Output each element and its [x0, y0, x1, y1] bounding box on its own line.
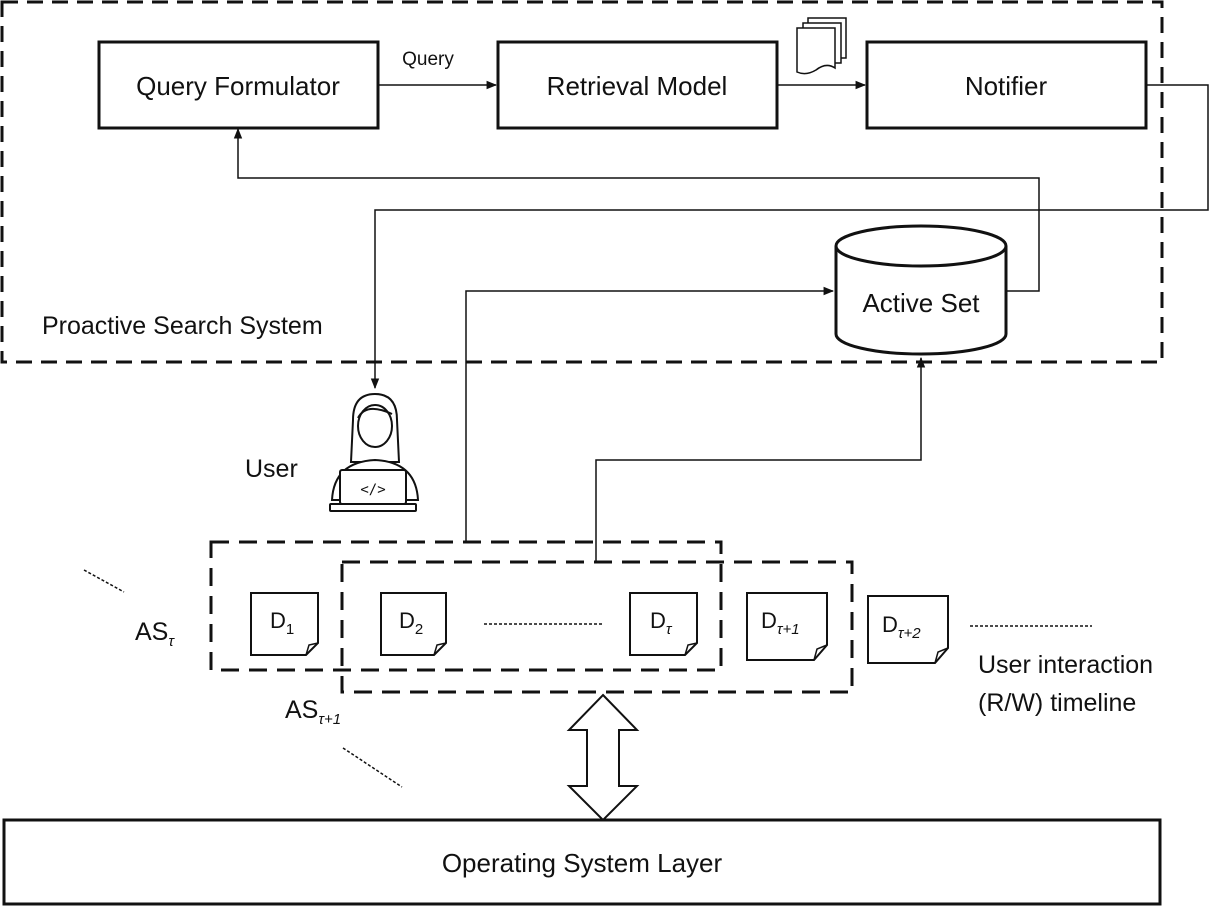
proactive-system-label: Proactive Search System [42, 312, 323, 340]
document-d-tau-plus-2-label: Dτ+2 [882, 612, 921, 642]
notifier-label: Notifier [965, 71, 1048, 101]
timeline-label-line1: User interaction [978, 651, 1153, 679]
operating-system-layer-box: Operating System Layer [2, 818, 1162, 906]
notifier-box: Notifier [865, 40, 1148, 130]
stacked-documents-icon [796, 17, 847, 75]
query-formulator-label: Query Formulator [136, 71, 340, 101]
continuation-dots-left [83, 569, 125, 593]
as-tau-label: ASτ [135, 618, 175, 650]
continuation-dots-bottom [342, 747, 403, 788]
retrieval-model-label: Retrieval Model [547, 71, 728, 101]
user-label: User [245, 455, 298, 483]
user-laptop-icon: </> [329, 392, 420, 512]
as-tau-to-active-set-arrow [465, 286, 835, 542]
document-icon: Dτ+2 [867, 595, 949, 664]
operating-system-layer-label: Operating System Layer [442, 848, 723, 878]
document-d1-label: D1 [270, 608, 294, 638]
retrieval-model-box: Retrieval Model [496, 40, 779, 130]
active-set-label: Active Set [862, 288, 980, 318]
document-icon: Dτ+1 [746, 592, 828, 661]
active-set-window-tau-plus-1 [340, 560, 854, 694]
document-icon: D2 [380, 592, 447, 656]
proactive-system-boundary [0, 0, 1164, 364]
timeline-label-line2: (R/W) timeline [978, 689, 1136, 717]
query-formulator-box: Query Formulator [97, 40, 380, 130]
database-cylinder-icon [834, 224, 1008, 356]
document-d-tau-label: Dτ [650, 608, 673, 638]
svg-text:</>: </> [360, 482, 385, 498]
notification-to-user-arrow [370, 84, 1209, 390]
active-set-to-formulator-arrow [233, 127, 1040, 292]
document-icon: Dτ [629, 592, 698, 656]
active-set-window-tau [209, 540, 723, 672]
query-edge-label: Query [402, 49, 454, 70]
as-tau-plus-1-label: ASτ+1 [285, 696, 341, 728]
as-tau-plus-1-to-active-set-arrow [595, 356, 926, 562]
document-d-tau-plus-1-label: Dτ+1 [761, 608, 800, 638]
document-d2-label: D2 [399, 608, 423, 638]
double-arrow-icon [566, 693, 640, 822]
document-icon: D1 [250, 592, 319, 656]
